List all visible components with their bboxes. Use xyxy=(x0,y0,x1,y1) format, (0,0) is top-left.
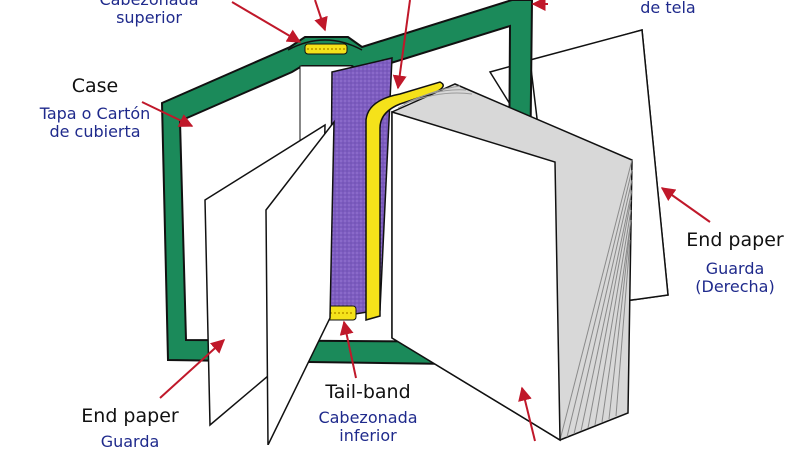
label-cloth-es: de tela xyxy=(640,0,696,17)
label-headband-es: Cabezonada superior xyxy=(99,0,198,28)
arrow-spine-lining xyxy=(392,0,411,90)
book-block xyxy=(391,83,633,442)
arrow-headband-top xyxy=(314,0,328,32)
arrow-case xyxy=(141,101,194,127)
label-endpaper-right-es: Guarda (Derecha) xyxy=(695,259,775,297)
label-case-en: Case xyxy=(71,75,119,97)
arrow-headband xyxy=(231,1,302,43)
label-endpaper-left-es: Guarda xyxy=(100,432,160,451)
label-case-es: Tapa o Cartón de cubierta xyxy=(39,104,151,142)
arrow-tailband xyxy=(339,320,357,379)
pointer-arrows xyxy=(141,0,711,442)
spine-lining xyxy=(365,81,444,321)
label-tailband-es: Cabezonada inferior xyxy=(318,408,418,446)
tailband-bottom xyxy=(327,305,357,321)
headband-top xyxy=(304,43,348,55)
arrow-endpaper-right xyxy=(660,187,711,223)
mull-cloth xyxy=(329,57,393,319)
arrow-endpaper-left xyxy=(159,339,226,399)
end-paper-left xyxy=(204,119,335,445)
arrow-book-block xyxy=(518,386,536,442)
label-endpaper-left-en: End paper xyxy=(81,405,179,427)
label-tailband-en: Tail-band xyxy=(325,381,411,403)
label-endpaper-right-en: End paper xyxy=(686,229,784,251)
